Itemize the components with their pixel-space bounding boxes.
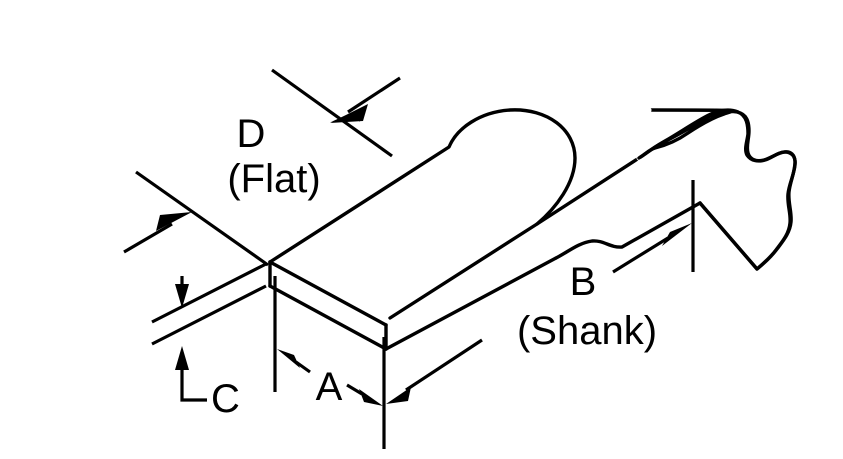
dimension-b-group: B (Shank) — [517, 180, 695, 353]
dimension-c-extension-line-lower — [151, 284, 267, 346]
blade-top-face-outline — [268, 108, 577, 320]
dimension-a-leader-diagonal — [405, 338, 483, 392]
shank-bottom-edge — [554, 201, 702, 260]
dimension-a-leader-left — [295, 360, 311, 374]
shank-break-line — [637, 108, 797, 271]
dimension-b-sublabel: (Shank) — [517, 309, 657, 353]
dimension-d-arrowhead-upper-solid — [330, 104, 368, 123]
dimension-a-group: A — [273, 276, 483, 449]
dimension-c-label: C — [211, 377, 240, 421]
dimension-d-label: D — [237, 112, 266, 156]
dimension-a-arrowhead-right — [359, 389, 383, 406]
dimension-d-extension-line-upper — [271, 68, 393, 158]
blade-lower-left-edge — [268, 284, 388, 351]
blade-front-face-top-edge — [268, 260, 388, 327]
dimension-a-leader-right — [346, 383, 363, 396]
dimension-d-leader-upper — [347, 76, 401, 114]
dimension-d-arrowhead-lower — [156, 212, 192, 231]
dimension-c-extension-line-upper — [151, 262, 267, 324]
shank-top-edge — [535, 156, 641, 226]
dimension-c-arrowhead-up — [175, 346, 189, 370]
dimension-d-group: D (Flat) — [123, 68, 401, 267]
dimension-d-leader-lower — [123, 222, 173, 254]
dimension-d-sublabel: (Flat) — [227, 157, 320, 201]
tool-body-group — [268, 107, 797, 351]
dimension-c-arrowhead-down — [175, 284, 189, 308]
shank-break-line-final — [637, 108, 797, 271]
dimension-c-leader — [180, 370, 207, 402]
dimension-a-arrowhead-diagonal — [386, 387, 411, 404]
dimension-b-leader — [612, 236, 669, 274]
dimension-a-label: A — [316, 365, 343, 409]
blade-bottom-long-edge — [384, 256, 558, 351]
dimension-b-arrowhead — [662, 223, 692, 246]
dimension-d-extension-line-lower — [135, 170, 269, 267]
dimension-b-label: B — [570, 260, 597, 304]
shank-break-line-outline — [636, 107, 652, 161]
dimension-c-group: C — [151, 262, 267, 421]
dimension-a-arrowhead-left — [277, 349, 300, 368]
